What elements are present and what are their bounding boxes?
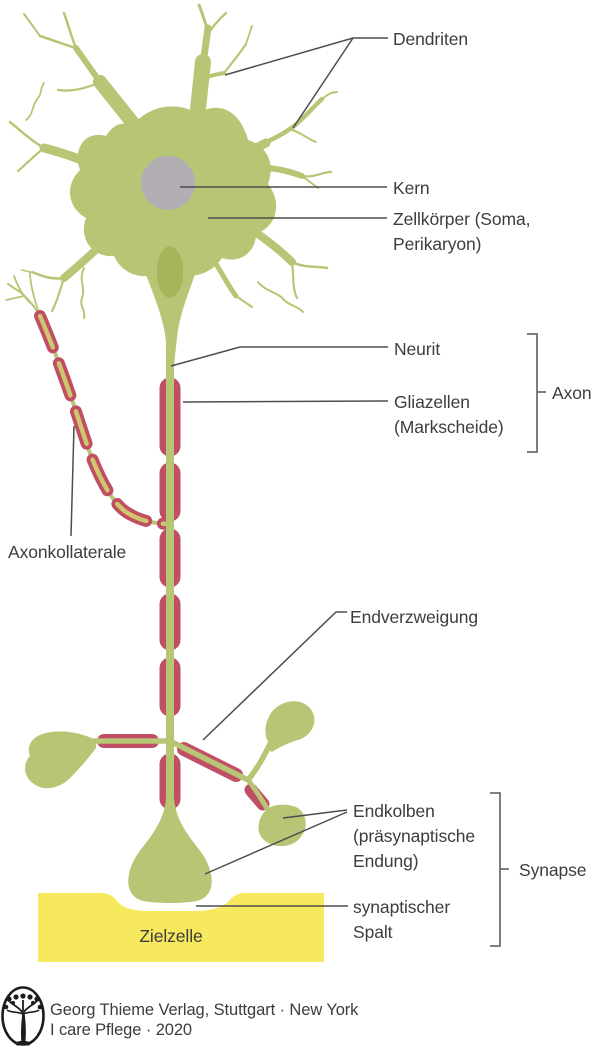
end-bulb-terminal [128, 798, 212, 903]
label-endkolben: Endkolben (präsynaptische Endung) [353, 801, 476, 871]
target-cell [38, 893, 324, 962]
soma [69, 106, 277, 368]
label-synapse: Synapse [519, 860, 587, 880]
label-neurit: Neurit [394, 339, 441, 359]
axon-hillock [157, 246, 183, 298]
label-endverzweigung: Endverzweigung [350, 607, 478, 627]
label-gliazellen: Gliazellen (Markscheide) [394, 392, 504, 437]
end-bulb-left [25, 731, 96, 789]
terminal-branches [25, 701, 315, 903]
thieme-tree-logo-icon [1, 986, 45, 1046]
label-axonkollaterale: Axonkollaterale [8, 542, 127, 562]
nucleus [141, 156, 195, 210]
label-zellkoerper: Zellkörper (Soma, Perikaryon) [393, 209, 531, 254]
end-bulb-upper-right [265, 701, 315, 752]
footer-source: I care Pflege · 2020 [50, 1021, 193, 1039]
label-dendriten: Dendriten [393, 29, 468, 49]
footer-publisher: Georg Thieme Verlag, Stuttgart · New Yor… [50, 1001, 359, 1019]
label-zielzelle: Zielzelle [139, 926, 203, 946]
synapse-bracket [490, 792, 509, 947]
label-leader-lines [70, 37, 389, 907]
axon-funnel [134, 240, 206, 368]
label-kern: Kern [393, 178, 430, 198]
label-axon: Axon [552, 383, 592, 403]
label-synaptischer-spalt: synaptischer Spalt [353, 897, 451, 942]
axon-collateral [5, 269, 174, 530]
axon-bracket [527, 333, 546, 453]
